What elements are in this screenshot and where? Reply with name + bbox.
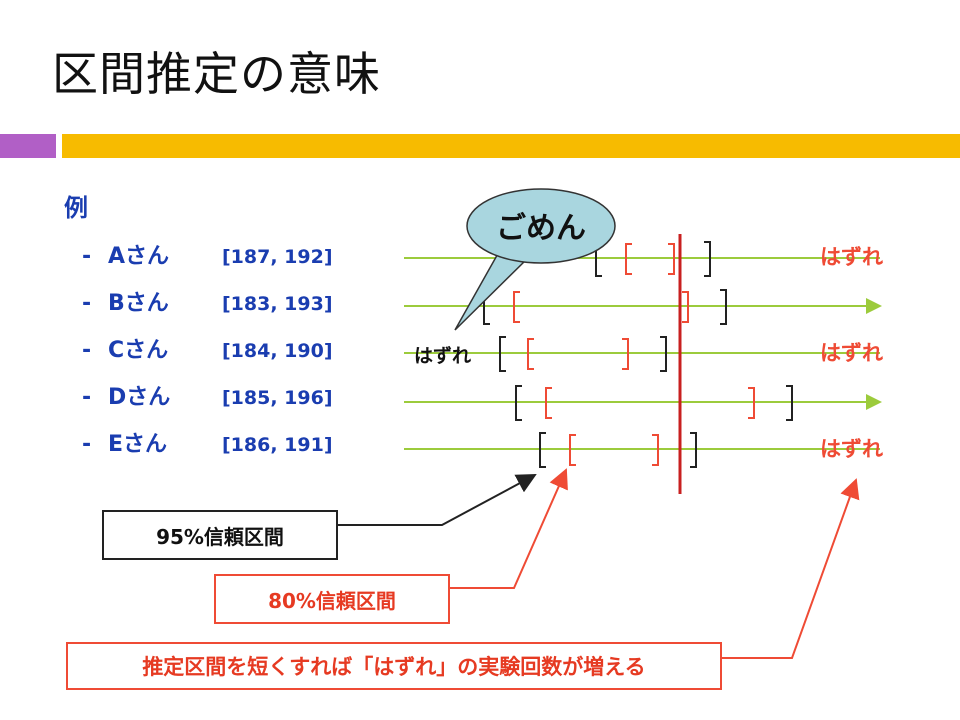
speech-bubble: ごめん [454, 188, 616, 331]
red-bracket-right-e [652, 434, 659, 466]
row-dash: - [82, 338, 91, 363]
row-name: Aさん [108, 244, 169, 269]
red-bracket-left-b [513, 291, 520, 323]
miss-label: はずれ [414, 345, 471, 367]
row-interval: [185, 196] [222, 387, 333, 409]
bracket-right-b [720, 289, 727, 325]
bracket-right-d [786, 385, 793, 421]
row-interval: [184, 190] [222, 340, 333, 362]
accent-bar-purple [0, 134, 56, 158]
row-name: Cさん [108, 338, 168, 363]
red-bracket-left-a [625, 243, 632, 275]
row-dash: - [82, 432, 91, 457]
brackets-95 [483, 241, 793, 468]
brackets-80 [513, 243, 755, 466]
row-name: Bさん [108, 291, 169, 316]
row-name: Eさん [108, 432, 167, 457]
example-label: 例 [64, 194, 88, 222]
red-bracket-left-d [545, 387, 552, 419]
ci95-label-box: 95%信頼区間 [102, 510, 338, 560]
red-bracket-right-c [622, 338, 629, 370]
bracket-left-e [539, 432, 546, 468]
arrow-95 [338, 474, 537, 526]
bracket-left-d [515, 385, 522, 421]
red-bracket-left-c [527, 338, 534, 370]
row-d: - Dさん [185, 196] [82, 385, 333, 410]
row-b: - Bさん [183, 193] [82, 291, 333, 316]
row-e: - Eさん [186, 191] [82, 432, 333, 457]
accent-bar-gold [62, 134, 960, 158]
arrow-80 [450, 468, 568, 589]
red-bracket-left-e [569, 434, 576, 466]
row-dash: - [82, 291, 91, 316]
page-title: 区間推定の意味 [52, 47, 381, 101]
row-c: - Cさん [184, 190] [82, 338, 333, 363]
row-dash: - [82, 385, 91, 410]
result-a: はずれ [820, 245, 883, 269]
bracket-left-c [499, 336, 506, 372]
red-bracket-right-a [668, 243, 675, 275]
arrow-note [722, 478, 860, 659]
note-box: 推定区間を短くすれば「はずれ」の実験回数が増える [66, 642, 722, 690]
bracket-right-c [660, 336, 667, 372]
row-dash: - [82, 244, 91, 269]
bubble-text: ごめん [496, 211, 586, 246]
red-bracket-right-d [748, 387, 755, 419]
result-c: はずれ [820, 341, 883, 365]
ci80-label: 80%信頼区間 [268, 588, 396, 613]
bracket-right-a [704, 241, 711, 277]
row-name: Dさん [108, 385, 170, 410]
red-bracket-right-b [682, 291, 689, 323]
ci95-label: 95%信頼区間 [156, 524, 284, 549]
bracket-right-e [690, 432, 697, 468]
note-text: 推定区間を短くすれば「はずれ」の実験回数が増える [142, 655, 646, 679]
result-e: はずれ [820, 437, 883, 461]
ci80-label-box: 80%信頼区間 [214, 574, 450, 624]
row-interval: [183, 193] [222, 293, 333, 315]
row-interval: [186, 191] [222, 434, 333, 456]
row-interval: [187, 192] [222, 246, 333, 268]
row-a: - Aさん [187, 192] [82, 244, 333, 269]
